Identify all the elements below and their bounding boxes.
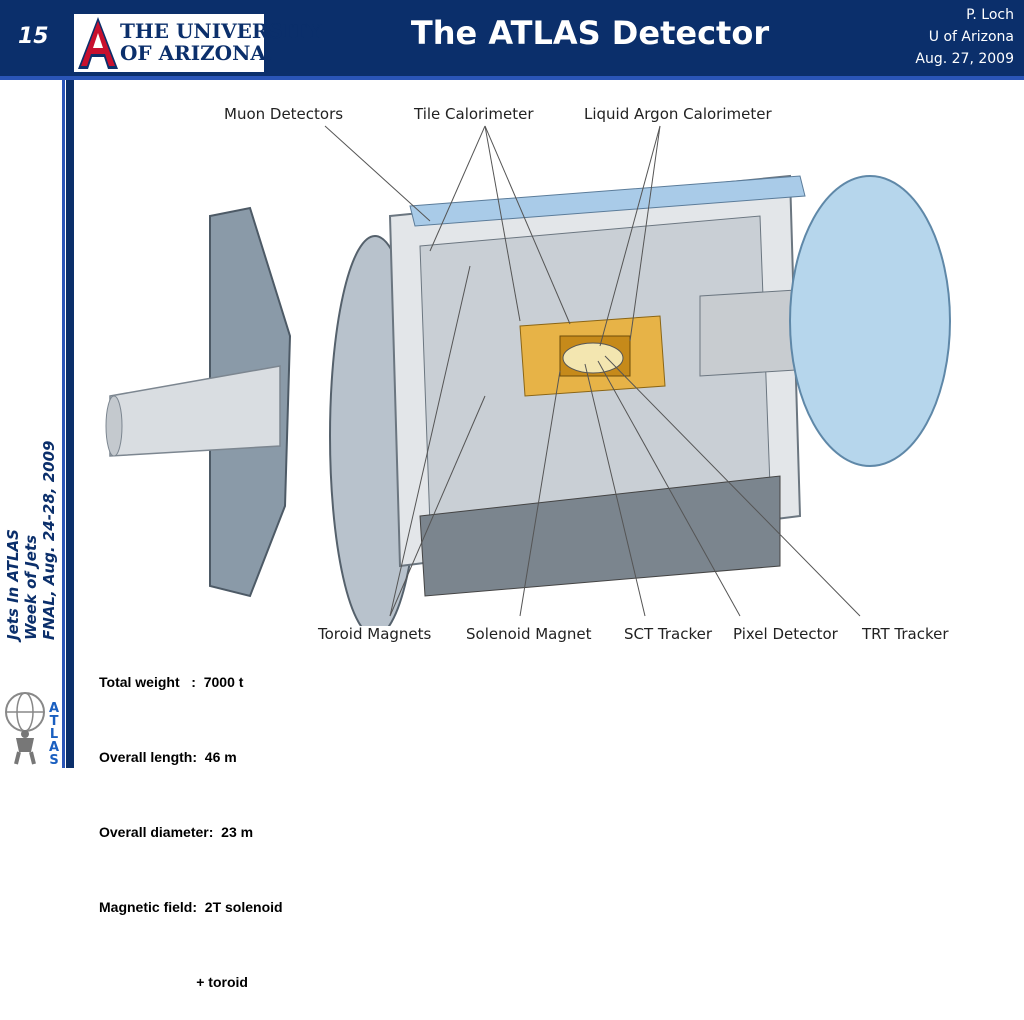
label-pixel-detector: Pixel Detector [733,625,838,643]
presentation-date: Aug. 27, 2009 [915,51,1014,67]
support-structure [419,475,781,597]
sidebar-caption: Jets In ATLAS Week of Jets FNAL, Aug. 24… [4,441,58,640]
spec-diameter: Overall diameter: 23 m [99,824,254,840]
atlas-letter: S [49,753,59,768]
atlas-letter: A [48,701,60,716]
label-tile-calorimeter: Tile Calorimeter [414,105,534,123]
label-solenoid-magnet: Solenoid Magnet [466,625,592,643]
label-liquid-argon-calorimeter: Liquid Argon Calorimeter [584,105,772,123]
detector-specs: Total weight : 7000 t Overall length: 46… [99,620,283,1020]
page-title: The ATLAS Detector [410,14,770,52]
right-endcap-disc [789,175,951,467]
spec-field-2: + toroid [99,974,248,990]
logo-line2: OF ARIZONA. [120,41,273,65]
spec-weight: Total weight : 7000 t [99,674,244,690]
atlas-detector-illustration [105,125,951,626]
label-trt-tracker: TRT Tracker [862,625,949,643]
atlas-figure-icon [5,692,45,765]
atlas-letter: T [49,714,59,729]
sidebar-line1: Jets In ATLAS [4,529,22,640]
sidebar-line2: Week of Jets [22,534,40,640]
author-affiliation: U of Arizona [928,29,1014,45]
atlas-logo [0,688,62,768]
label-sct-tracker: SCT Tracker [624,625,713,643]
sidebar-bar [66,80,74,768]
atlas-letters: A T L A S [48,702,60,767]
spec-field: Magnetic field: 2T solenoid [99,899,283,915]
sidebar-line3: FNAL, Aug. 24-28, 2009 [40,440,58,640]
atlas-letter: A [48,740,60,755]
sidebar-accent [62,80,65,768]
slide-number: 15 [18,24,49,49]
atlas-letter: L [49,727,59,742]
author-block: P. Loch U of Arizona Aug. 27, 2009 [915,4,1014,70]
university-logo: THE UNIVERSITY OF ARIZONA. [74,14,321,72]
author-name: P. Loch [966,7,1014,23]
muon-chambers-top [409,175,806,227]
spec-length: Overall length: 46 m [99,749,237,765]
arizona-a-icon [78,17,118,69]
beam-pipe-left [109,365,281,457]
label-toroid-magnets: Toroid Magnets [318,625,432,643]
label-pointers [324,125,861,617]
header-divider [0,76,1024,80]
logo-line1: THE UNIVERSITY [120,19,322,43]
label-muon-detectors: Muon Detectors [224,105,344,123]
inner-tracker [562,342,624,374]
